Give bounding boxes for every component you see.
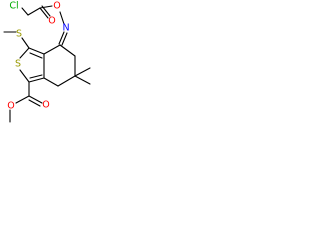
bond-ch2-carbonyl bbox=[27, 7, 41, 16]
bond-ester-c-o-double-b bbox=[28, 99, 41, 107]
bond-s-c1 bbox=[19, 69, 30, 83]
bond-o-n bbox=[59, 11, 65, 25]
bond-layer bbox=[3, 5, 91, 123]
bond-c3a-c3-double-b bbox=[29, 52, 43, 59]
bond-c6-methyl-a bbox=[74, 67, 91, 77]
atom-sulfur-ring: S bbox=[15, 59, 21, 70]
bond-c6-c7 bbox=[57, 75, 76, 87]
atom-sulfur-methylthio: S bbox=[16, 29, 22, 40]
atom-label-layer: Cl O O N S S O O bbox=[7, 1, 69, 112]
bond-c3-s bbox=[19, 47, 30, 59]
bond-c7-c7a bbox=[43, 77, 59, 87]
molecule-structure-diagram: Cl O O N S S O O bbox=[3, 1, 91, 123]
bond-c3a-c4 bbox=[43, 44, 61, 55]
bond-c3-sme bbox=[21, 37, 30, 49]
bond-c1-c7a-double-a bbox=[28, 77, 45, 83]
atom-nitrogen-oxime: N bbox=[62, 23, 69, 34]
bond-c6-methyl-b bbox=[74, 75, 91, 85]
bond-n-c4-double-b bbox=[61, 32, 68, 46]
bond-ester-c-o-double-a bbox=[28, 95, 43, 104]
bond-n-c4-double-a bbox=[58, 31, 65, 45]
bond-cl-ch2 bbox=[21, 7, 29, 16]
bond-ester-c-o-single bbox=[15, 95, 30, 104]
atom-chlorine: Cl bbox=[9, 1, 18, 12]
atom-oxygen-acyl: O bbox=[48, 16, 55, 27]
bond-carbonyl-o-double-a bbox=[39, 7, 49, 19]
bond-c3a-c3-double-a bbox=[28, 47, 45, 55]
atom-oxygen-ester-carbonyl: O bbox=[42, 100, 49, 111]
bond-c1-c7a-double-b bbox=[29, 74, 43, 79]
bond-carbonyl-o-link bbox=[39, 5, 53, 9]
atom-oxygen-link: O bbox=[53, 1, 60, 12]
atom-oxygen-ester-methoxy: O bbox=[7, 101, 14, 112]
bond-c4-c5 bbox=[59, 44, 76, 57]
